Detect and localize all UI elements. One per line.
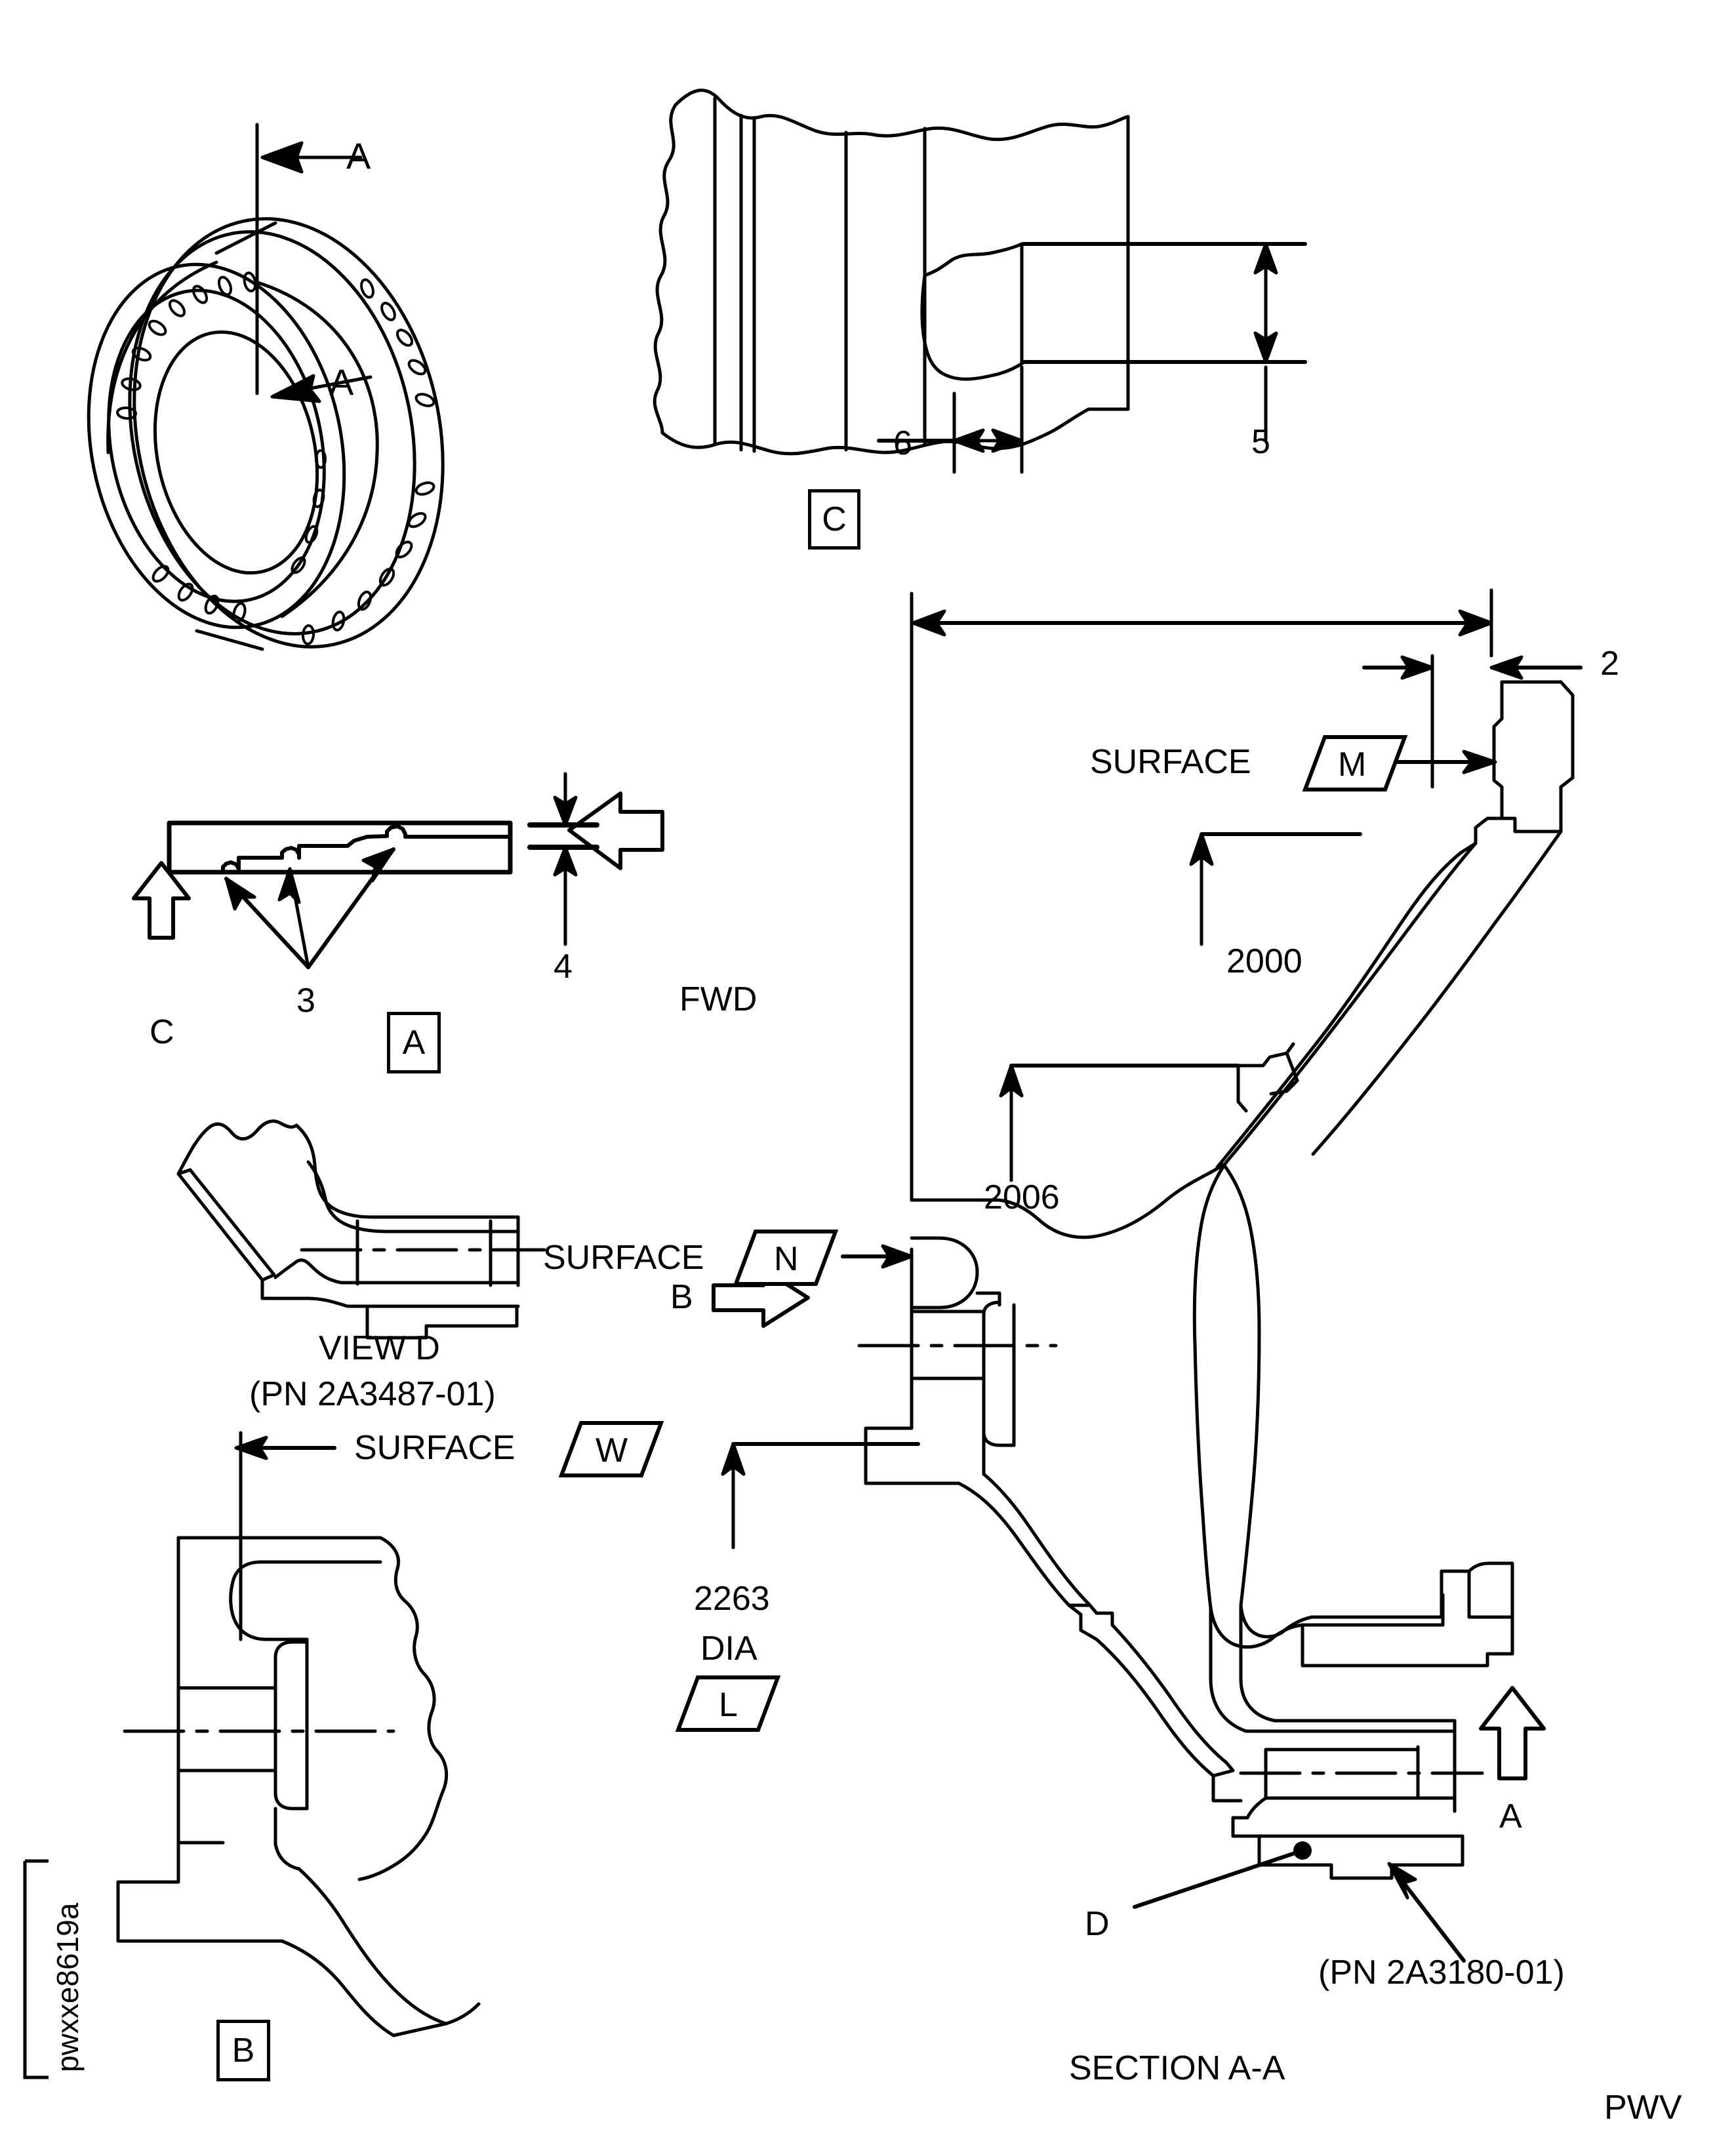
detail-box-label-b: B [216,2020,270,2081]
detail-box-text-a: A [402,1024,426,1062]
datum-symbol-n: N [733,1228,839,1288]
surface-n-text: SURFACE [543,1239,704,1277]
view-arrow-label-b: B [670,1278,693,1316]
view-d-part-number: (PN 2A3487-01) [249,1375,496,1413]
view-arrow-label-a-section: A [1499,1797,1522,1835]
surface-w-text: SURFACE [354,1429,515,1467]
surface-m-text: SURFACE [1090,743,1251,781]
fwd-arrow-label: FWD [679,980,757,1018]
view-d-geometry [176,1119,546,1340]
view-direction-label-c: C [150,1013,174,1051]
detail-c-geometry [653,89,1307,474]
dia-2263-leader [721,1442,920,1550]
section-aa-title: SECTION A-A [1069,2049,1285,2087]
dimension-label-4: 4 [554,948,573,986]
sheet-corner-mark: PWV [1604,2089,1682,2127]
detail-a-geometry [132,772,664,969]
datum-symbol-n-text: N [774,1240,799,1278]
section-aa-geometry [857,588,1583,1963]
detail-box-label-c: C [808,489,860,550]
callout-label-d: D [1085,1905,1110,1943]
detail-box-text-b: B [232,2032,255,2070]
dimension-label-2006: 2006 [984,1178,1060,1216]
surface-n-leader [841,1244,914,1269]
datum-symbol-w: W [558,1419,664,1479]
isometric-flange-ring [87,123,445,651]
datum-symbol-w-text: W [595,1432,628,1470]
dimension-label-2: 2 [1600,645,1619,683]
dia-suffix-label: DIA [700,1630,757,1668]
section-aa-part-number: (PN 2A3180-01) [1318,1953,1565,1992]
dimension-label-3: 3 [296,982,315,1020]
section-arrow-label-a-inner: A [329,361,354,403]
dimension-label-5: 5 [1251,423,1270,461]
datum-symbol-m: M [1302,733,1408,793]
datum-symbol-l: L [675,1673,781,1734]
datum-symbol-m-text: M [1338,746,1367,784]
detail-box-label-a: A [387,1012,441,1073]
dia-value-2263: 2263 [694,1580,770,1618]
datum-symbol-l-text: L [719,1686,738,1724]
dimension-label-2000: 2000 [1226,942,1302,980]
detail-box-text-c: C [822,500,847,538]
view-d-title: VIEW D [319,1329,440,1367]
dimension-label-6: 6 [893,424,912,462]
detail-b-geometry [116,1536,481,2037]
section-arrow-label-a-top: A [346,135,371,176]
